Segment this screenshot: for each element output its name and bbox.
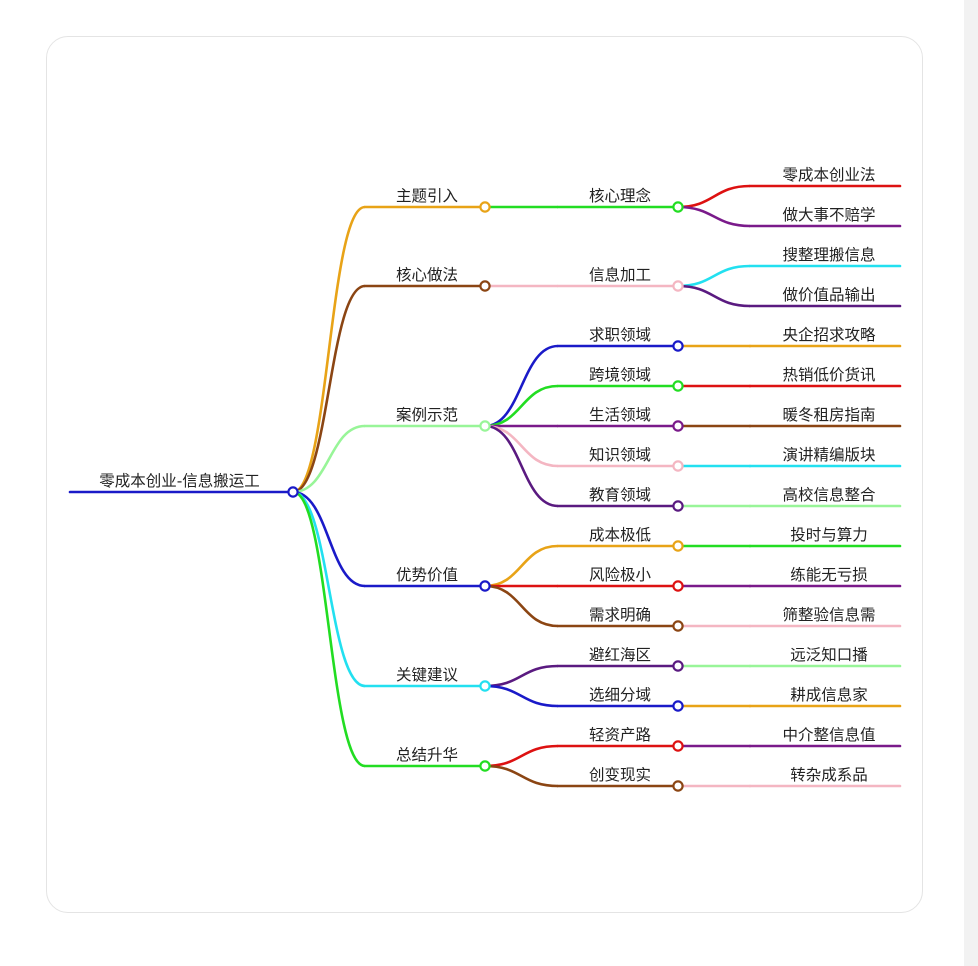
branch-edge [292, 490, 366, 768]
leaf-label: 投时与算力 [790, 525, 868, 544]
mindmap-edges [292, 184, 751, 788]
leaf-label: 暖冬租房指南 [782, 406, 875, 424]
branch-node-dot[interactable] [479, 280, 491, 292]
topic-node-dot[interactable] [672, 280, 684, 292]
topic-label: 跨境领域 [589, 365, 651, 384]
topic-node-dot[interactable] [672, 700, 684, 712]
leaf-label: 转杂成系品 [790, 766, 868, 784]
topic-edge [484, 384, 559, 428]
topic-edge [484, 344, 559, 428]
branch-edge [292, 284, 366, 494]
topic-node-dot[interactable] [672, 740, 684, 752]
topic-node-dot[interactable] [672, 420, 684, 432]
topic-label: 信息加工 [589, 266, 651, 284]
branch-label: 主题引入 [396, 187, 458, 205]
leaf-label: 做价值品输出 [782, 286, 875, 304]
topic-label: 避红海区 [589, 646, 651, 664]
topic-label: 生活领域 [589, 406, 651, 424]
topic-label: 轻资产路 [589, 726, 652, 744]
topic-label: 选细分域 [589, 686, 651, 704]
leaf-label: 高校信息整合 [782, 486, 876, 504]
leaf-label: 零成本创业法 [782, 166, 875, 184]
leaf-edge [677, 184, 751, 209]
topic-edge [484, 664, 559, 688]
topic-edge [484, 764, 559, 788]
topic-label: 风险极小 [589, 566, 652, 584]
leaf-label: 耕成信息家 [790, 686, 868, 704]
mindmap-underlines [68, 184, 902, 788]
branch-label: 案例示范 [396, 406, 458, 424]
topic-label: 教育领域 [589, 486, 651, 504]
topic-node-dot[interactable] [672, 780, 684, 792]
branch-edge [292, 490, 366, 588]
leaf-edge [677, 284, 751, 308]
topic-label: 求职领域 [589, 326, 651, 344]
topic-node-dot[interactable] [672, 380, 684, 392]
topic-edge [484, 684, 559, 708]
branch-node-dot[interactable] [479, 201, 491, 213]
topic-label: 成本极低 [589, 526, 651, 544]
topic-edge [484, 744, 559, 768]
leaf-label: 演讲精编版块 [782, 446, 875, 464]
leaf-label: 做大事不赔学 [782, 206, 875, 224]
topic-edge [484, 584, 559, 628]
leaf-label: 中介整信息值 [782, 726, 875, 744]
branch-edge [292, 490, 366, 688]
topic-node-dot[interactable] [672, 660, 684, 672]
branch-label: 核心做法 [396, 266, 458, 284]
leaf-label: 央企招求攻略 [782, 326, 876, 344]
topic-node-dot[interactable] [672, 580, 684, 592]
leaf-label: 筛整验信息需 [782, 606, 875, 624]
branch-label: 优势价值 [396, 566, 458, 584]
leaf-label: 热销低价货讯 [782, 366, 875, 384]
topic-label: 创变现实 [589, 766, 651, 784]
topic-edge [484, 424, 559, 508]
topic-label: 知识领域 [589, 446, 651, 464]
branch-node-dot[interactable] [479, 420, 491, 432]
branch-node-dot[interactable] [479, 680, 491, 692]
leaf-label: 远泛知口播 [790, 646, 868, 664]
branch-label: 总结升华 [396, 746, 458, 764]
leaf-edge [677, 205, 751, 228]
topic-label: 核心理念 [589, 186, 651, 205]
window-scrollbar[interactable] [964, 0, 978, 966]
branch-label: 关键建议 [396, 666, 459, 684]
topic-edge [484, 544, 559, 588]
topic-label: 需求明确 [589, 606, 651, 624]
topic-node-dot[interactable] [672, 500, 684, 512]
topic-node-dot[interactable] [672, 540, 684, 552]
root-label: 零成本创业-信息搬运工 [99, 472, 260, 490]
leaf-edge [677, 264, 751, 288]
branch-node-dot[interactable] [479, 580, 491, 592]
mindmap-dots [287, 201, 684, 792]
leaf-label: 搜整理搬信息 [782, 246, 875, 264]
topic-node-dot[interactable] [672, 460, 684, 472]
leaf-label: 练能无亏损 [790, 566, 868, 584]
topic-node-dot[interactable] [672, 340, 684, 352]
branch-edge [292, 424, 366, 494]
root-node-dot[interactable] [287, 486, 299, 498]
topic-edge [484, 424, 559, 468]
branch-node-dot[interactable] [479, 760, 491, 772]
topic-node-dot[interactable] [672, 201, 684, 213]
branch-edge [292, 205, 366, 494]
topic-node-dot[interactable] [672, 620, 684, 632]
